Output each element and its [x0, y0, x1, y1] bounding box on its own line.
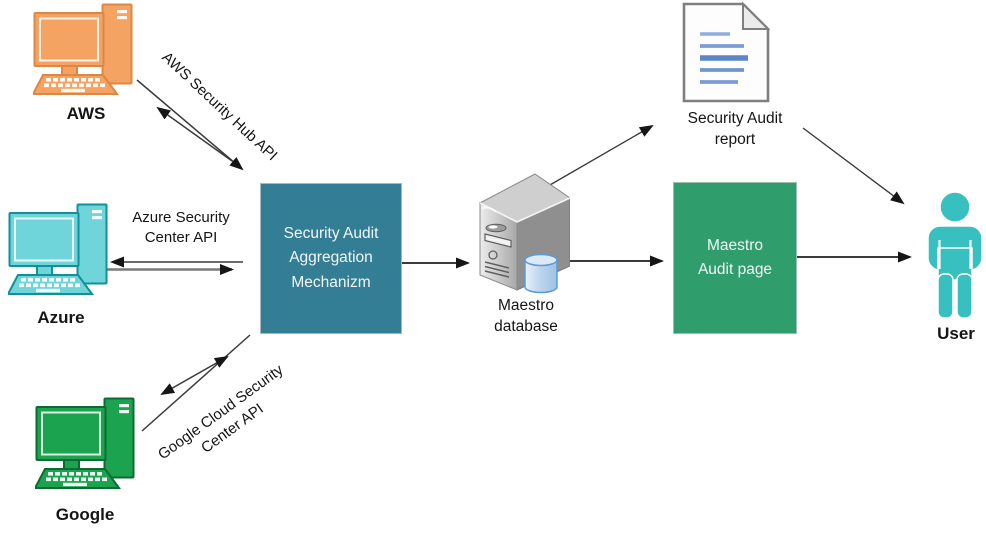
desktop-computer-icon [8, 203, 108, 295]
aws-label: AWS [66, 104, 106, 123]
mechanism-box: Security Audit Aggregation Mechanizm [260, 183, 402, 334]
node-azure [8, 203, 110, 297]
server-database-icon [478, 173, 570, 294]
google-label: Google [55, 505, 115, 524]
document-icon [682, 2, 770, 103]
desktop-computer-icon [33, 3, 133, 95]
audit-page-box: Maestro Audit page [673, 182, 797, 334]
desktop-computer-icon [35, 397, 135, 489]
connector-aws-api [136, 79, 244, 171]
connector-database-to-report [542, 124, 654, 190]
node-report [682, 2, 770, 103]
database-label: Maestro database [494, 297, 558, 335]
node-database [463, 172, 570, 295]
azure-label: Azure [37, 308, 85, 327]
node-aws [33, 3, 135, 97]
report-label: Security Audit report [687, 110, 783, 148]
mechanism-label: Security Audit Aggregation Mechanizm [283, 225, 379, 291]
user-label: User [937, 324, 975, 343]
connector-report-to-user [802, 127, 905, 205]
connector-azure-api [105, 256, 243, 275]
person-icon [927, 191, 983, 319]
audit-page-label: Maestro Audit page [697, 236, 773, 278]
node-google [35, 397, 137, 491]
azure-api-label: Azure Security Center API [132, 208, 230, 246]
connector-google-api [141, 334, 251, 432]
node-user [926, 190, 984, 320]
